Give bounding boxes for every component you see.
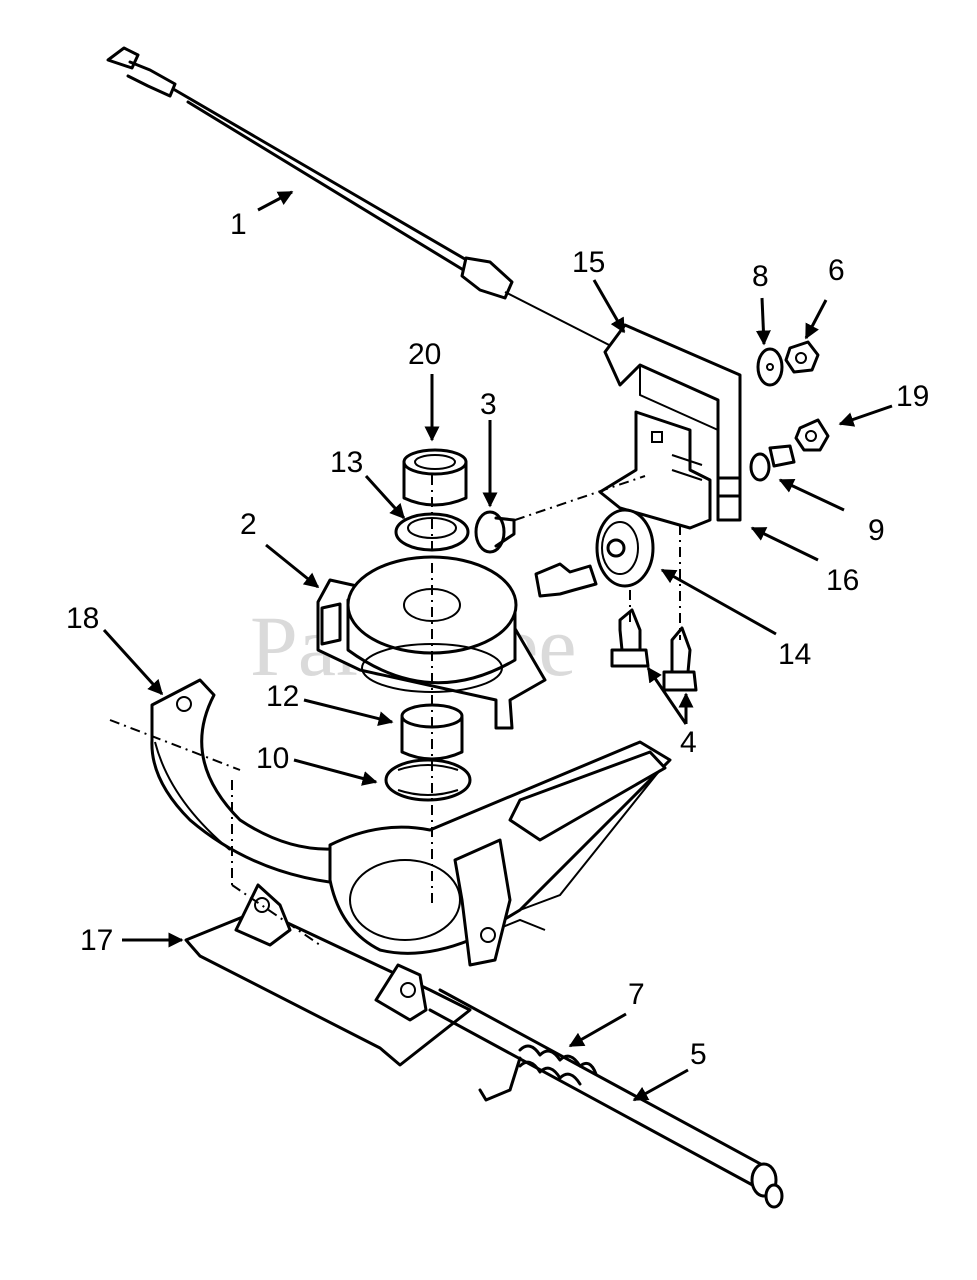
callout-1: 1 [230,208,247,241]
callout-18: 18 [66,602,99,635]
callout-15: 15 [572,246,605,279]
idler-pulley-part [595,508,655,588]
callout-10: 10 [256,742,289,775]
torsion-spring-part [478,1044,598,1102]
hex-nut-part [784,340,820,374]
cable-bracket-part [603,323,742,522]
callout-7: 7 [628,978,645,1011]
bolt-stud-part [768,444,796,468]
callout-2: 2 [240,508,257,541]
callout-labels: 1 2 3 4 5 6 7 8 9 10 12 13 14 15 16 17 1… [66,208,929,1071]
callout-4: 4 [680,726,697,759]
flange-bolt-part-left [610,608,650,668]
callout-13: 13 [330,446,363,479]
callout-8: 8 [752,260,769,293]
hex-nut-part-19 [794,418,830,452]
callout-16: 16 [826,564,859,597]
pin-part [474,510,516,554]
callout-14: 14 [778,638,811,671]
lock-washer-part [749,452,771,482]
callout-9: 9 [868,514,885,547]
shoulder-bolt-part [534,562,598,598]
drive-pulley-part [316,555,547,730]
flat-washer-part [756,347,784,387]
control-cable-part [106,46,616,349]
pivot-shaft-part [428,988,784,1209]
pivot-frame-part [328,740,672,967]
callout-12: 12 [266,680,299,713]
callout-19: 19 [896,380,929,413]
callout-6: 6 [828,254,845,287]
bushing-part-upper [402,448,468,507]
retaining-ring-part [394,512,470,552]
callout-17: 17 [80,924,113,957]
idler-bracket-part [598,410,742,530]
callout-5: 5 [690,1038,707,1071]
callout-leaders [102,190,893,1102]
callout-20: 20 [408,338,441,371]
spacer-part [384,758,472,802]
alignment-lines [109,475,681,946]
callout-3: 3 [480,388,497,421]
